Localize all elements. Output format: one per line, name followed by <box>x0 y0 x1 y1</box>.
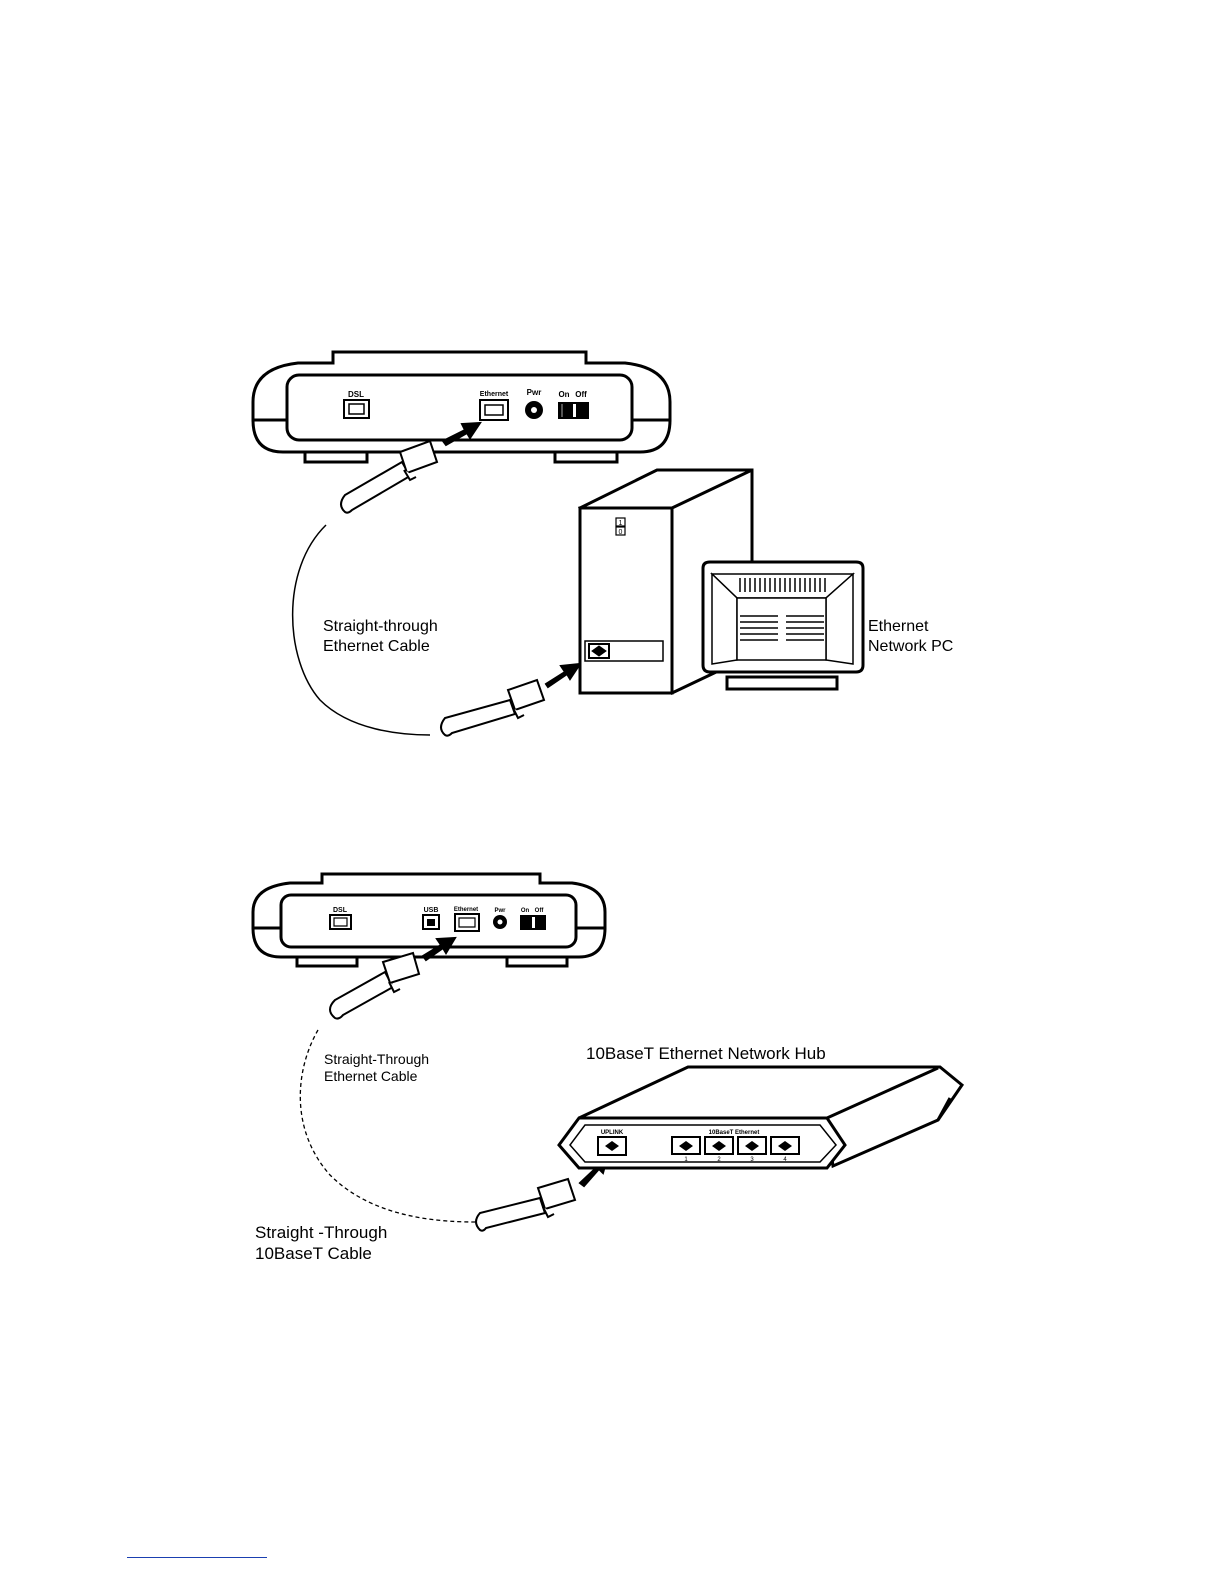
modem2-on-label: On <box>521 908 530 914</box>
modem2-ethernet-label: Ethernet <box>454 907 478 913</box>
bottom-cable-label-line2: 10BaseT Cable <box>255 1243 387 1264</box>
modem2-pwr-label: Pwr <box>494 908 506 914</box>
footnote-rule <box>127 1557 267 1558</box>
hub-ports-label: 10BaseT Ethernet <box>709 1130 760 1136</box>
bottom-cable-label: Straight -Through 10BaseT Cable <box>255 1222 387 1264</box>
rj45-plug2-bottom <box>476 1179 575 1231</box>
hub-title: 10BaseT Ethernet Network Hub <box>586 1043 826 1064</box>
modem2-power-jack: Pwr <box>493 908 507 929</box>
modem2-ethernet-port: Ethernet <box>454 907 479 931</box>
modem2-off-label: Off <box>535 908 545 914</box>
modem2-usb-label: USB <box>424 907 439 914</box>
cable-label-2-line2: Ethernet Cable <box>324 1068 429 1085</box>
hub-uplink-port: UPLINK <box>598 1130 626 1155</box>
modem2-usb-port: USB <box>423 907 439 929</box>
hub-uplink-label: UPLINK <box>601 1130 624 1136</box>
cable-label-2: Straight-Through Ethernet Cable <box>324 1051 429 1085</box>
cable-label-2-line1: Straight-Through <box>324 1051 429 1068</box>
bottom-cable-label-line1: Straight -Through <box>255 1222 387 1243</box>
modem2-dsl-label: DSL <box>333 907 348 914</box>
